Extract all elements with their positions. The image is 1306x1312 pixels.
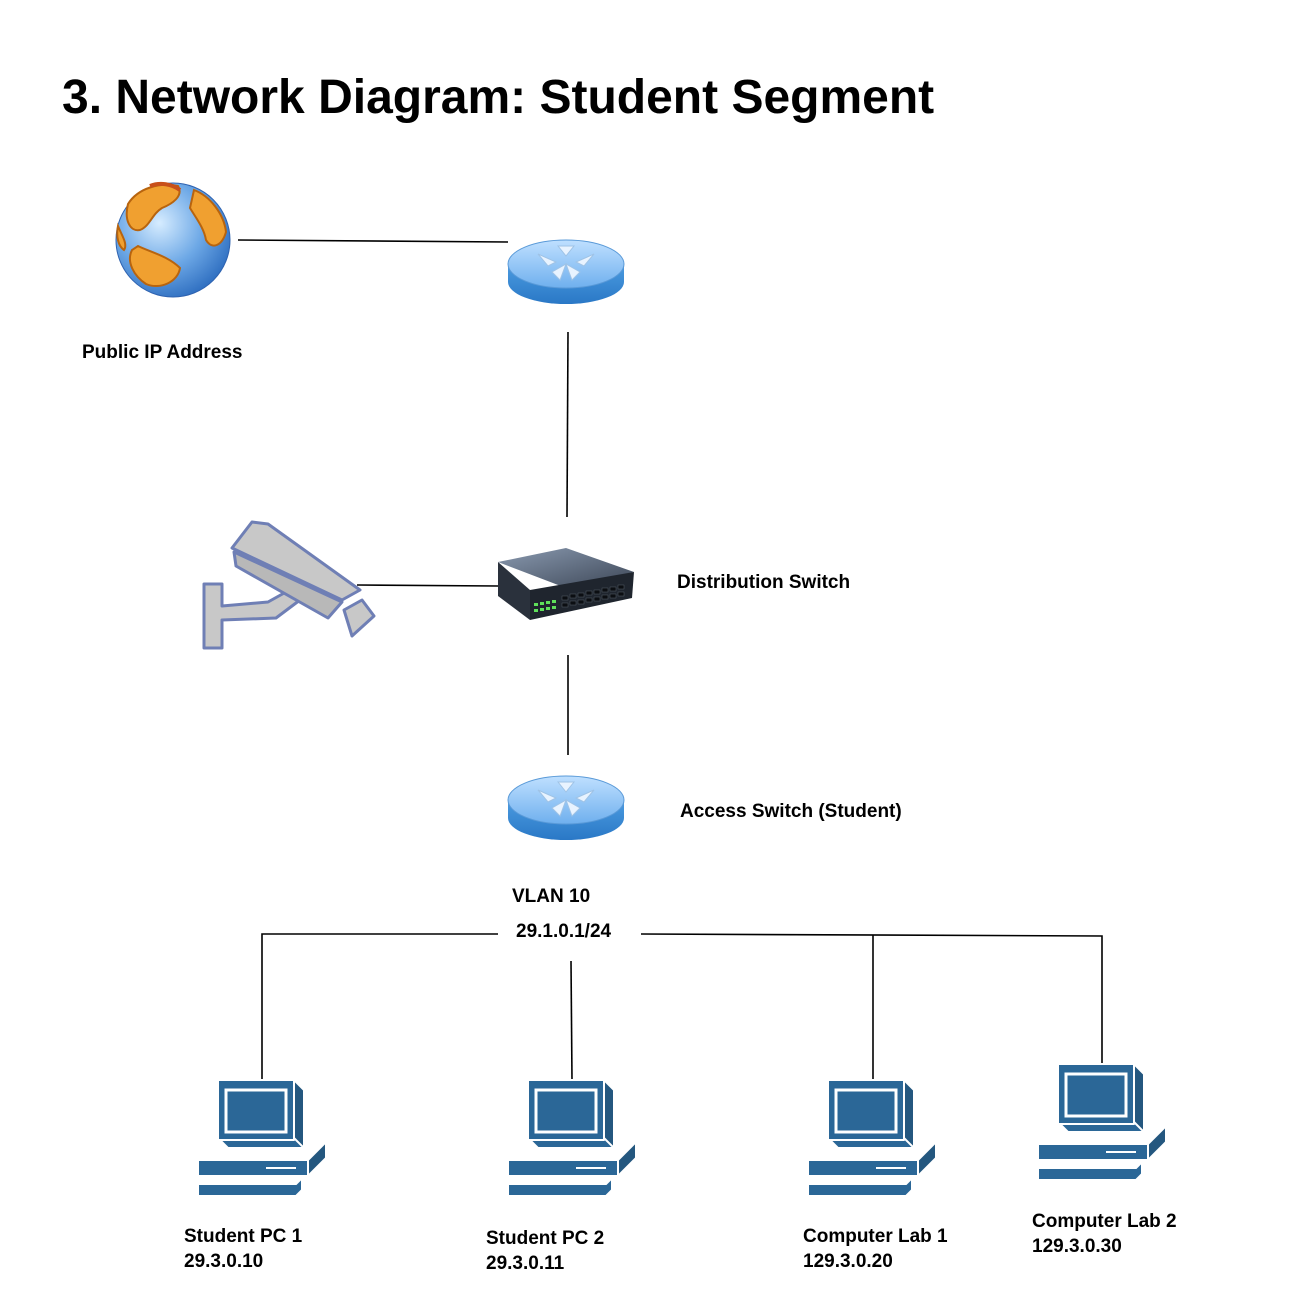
link-bus-left (261, 933, 498, 1082)
page-title: 3. Network Diagram: Student Segment (62, 71, 935, 124)
pc-name-label: Computer Lab 1 (803, 1226, 948, 1247)
link-pc2 (570, 960, 573, 1081)
pc-name-label: Student PC 1 (184, 1226, 303, 1247)
link-bus-right (640, 933, 1103, 1064)
internet-label: Public IP Address (82, 342, 243, 363)
switch-icon (498, 548, 634, 620)
router-icon (507, 775, 625, 840)
connections (237, 239, 1103, 1082)
security-camera-icon (202, 520, 376, 650)
link-camera-distribution (356, 584, 499, 587)
access-switch-label: Access Switch (Student) (680, 801, 902, 822)
globe-icon (115, 181, 231, 298)
desktop-computer-icon (506, 1078, 638, 1196)
link-router-distribution (566, 331, 569, 518)
desktop-computer-icon (806, 1078, 938, 1196)
router-icon (507, 239, 625, 304)
pc-ip-label: 29.3.0.10 (184, 1251, 264, 1272)
pc-ip-label: 129.3.0.30 (1032, 1236, 1122, 1257)
vlan-label: VLAN 10 (512, 886, 591, 907)
pc-name-label: Student PC 2 (486, 1228, 605, 1249)
desktop-computer-icon (1036, 1062, 1168, 1180)
pc-name-label: Computer Lab 2 (1032, 1211, 1177, 1232)
link-internet-router (237, 239, 509, 243)
pc-ip-label: 29.3.0.11 (486, 1253, 565, 1274)
distribution-switch-label: Distribution Switch (677, 572, 851, 593)
subnet-label: 29.1.0.1/24 (516, 921, 612, 942)
desktop-computer-icon (196, 1078, 328, 1196)
pc-ip-label: 129.3.0.20 (803, 1251, 893, 1272)
switch-ports (534, 600, 556, 612)
